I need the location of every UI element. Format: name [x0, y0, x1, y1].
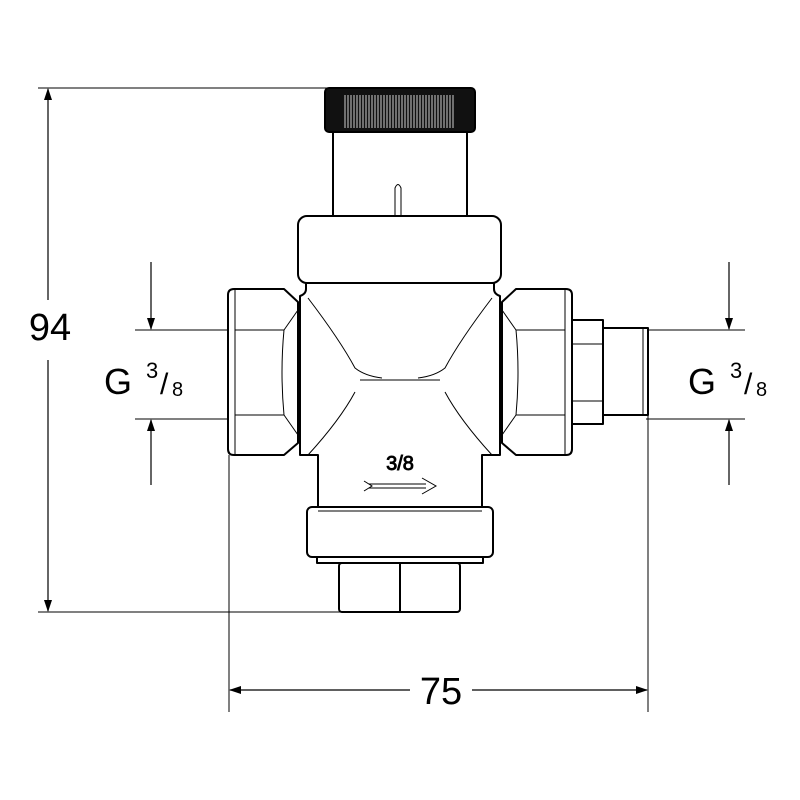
left-connection-denominator: 8 [172, 379, 183, 401]
width-dimension: 75 [229, 671, 648, 713]
left-connection-numerator: 3 [146, 358, 158, 383]
right-union-nut [501, 288, 573, 456]
body-size-marking: 3/8 [386, 453, 414, 475]
width-dimension-label: 75 [420, 671, 462, 713]
bonnet [297, 215, 502, 284]
extension-lines [38, 87, 745, 712]
adjustment-knob [324, 87, 476, 133]
left-connection-dimension: G 3 / 8 [104, 262, 183, 485]
right-connection-dimension: G 3 / 8 [688, 262, 767, 485]
left-connection-slash: / [160, 368, 169, 401]
bottom-collar [306, 506, 494, 558]
left-union-nut [227, 288, 299, 456]
left-connection-prefix: G [104, 361, 132, 402]
right-threaded-connector [571, 319, 649, 425]
indicator-pin [394, 184, 402, 216]
right-connection-numerator: 3 [730, 358, 742, 383]
right-connection-denominator: 8 [756, 379, 767, 401]
right-connection-slash: / [744, 368, 753, 401]
pressure-reducing-valve: 3/8 [227, 87, 649, 613]
valve-stem [332, 129, 468, 219]
right-connection-prefix: G [688, 361, 716, 402]
height-dimension-label: 94 [29, 307, 71, 349]
flow-direction-arrow-icon [363, 477, 438, 495]
height-dimension: 94 [29, 88, 71, 612]
